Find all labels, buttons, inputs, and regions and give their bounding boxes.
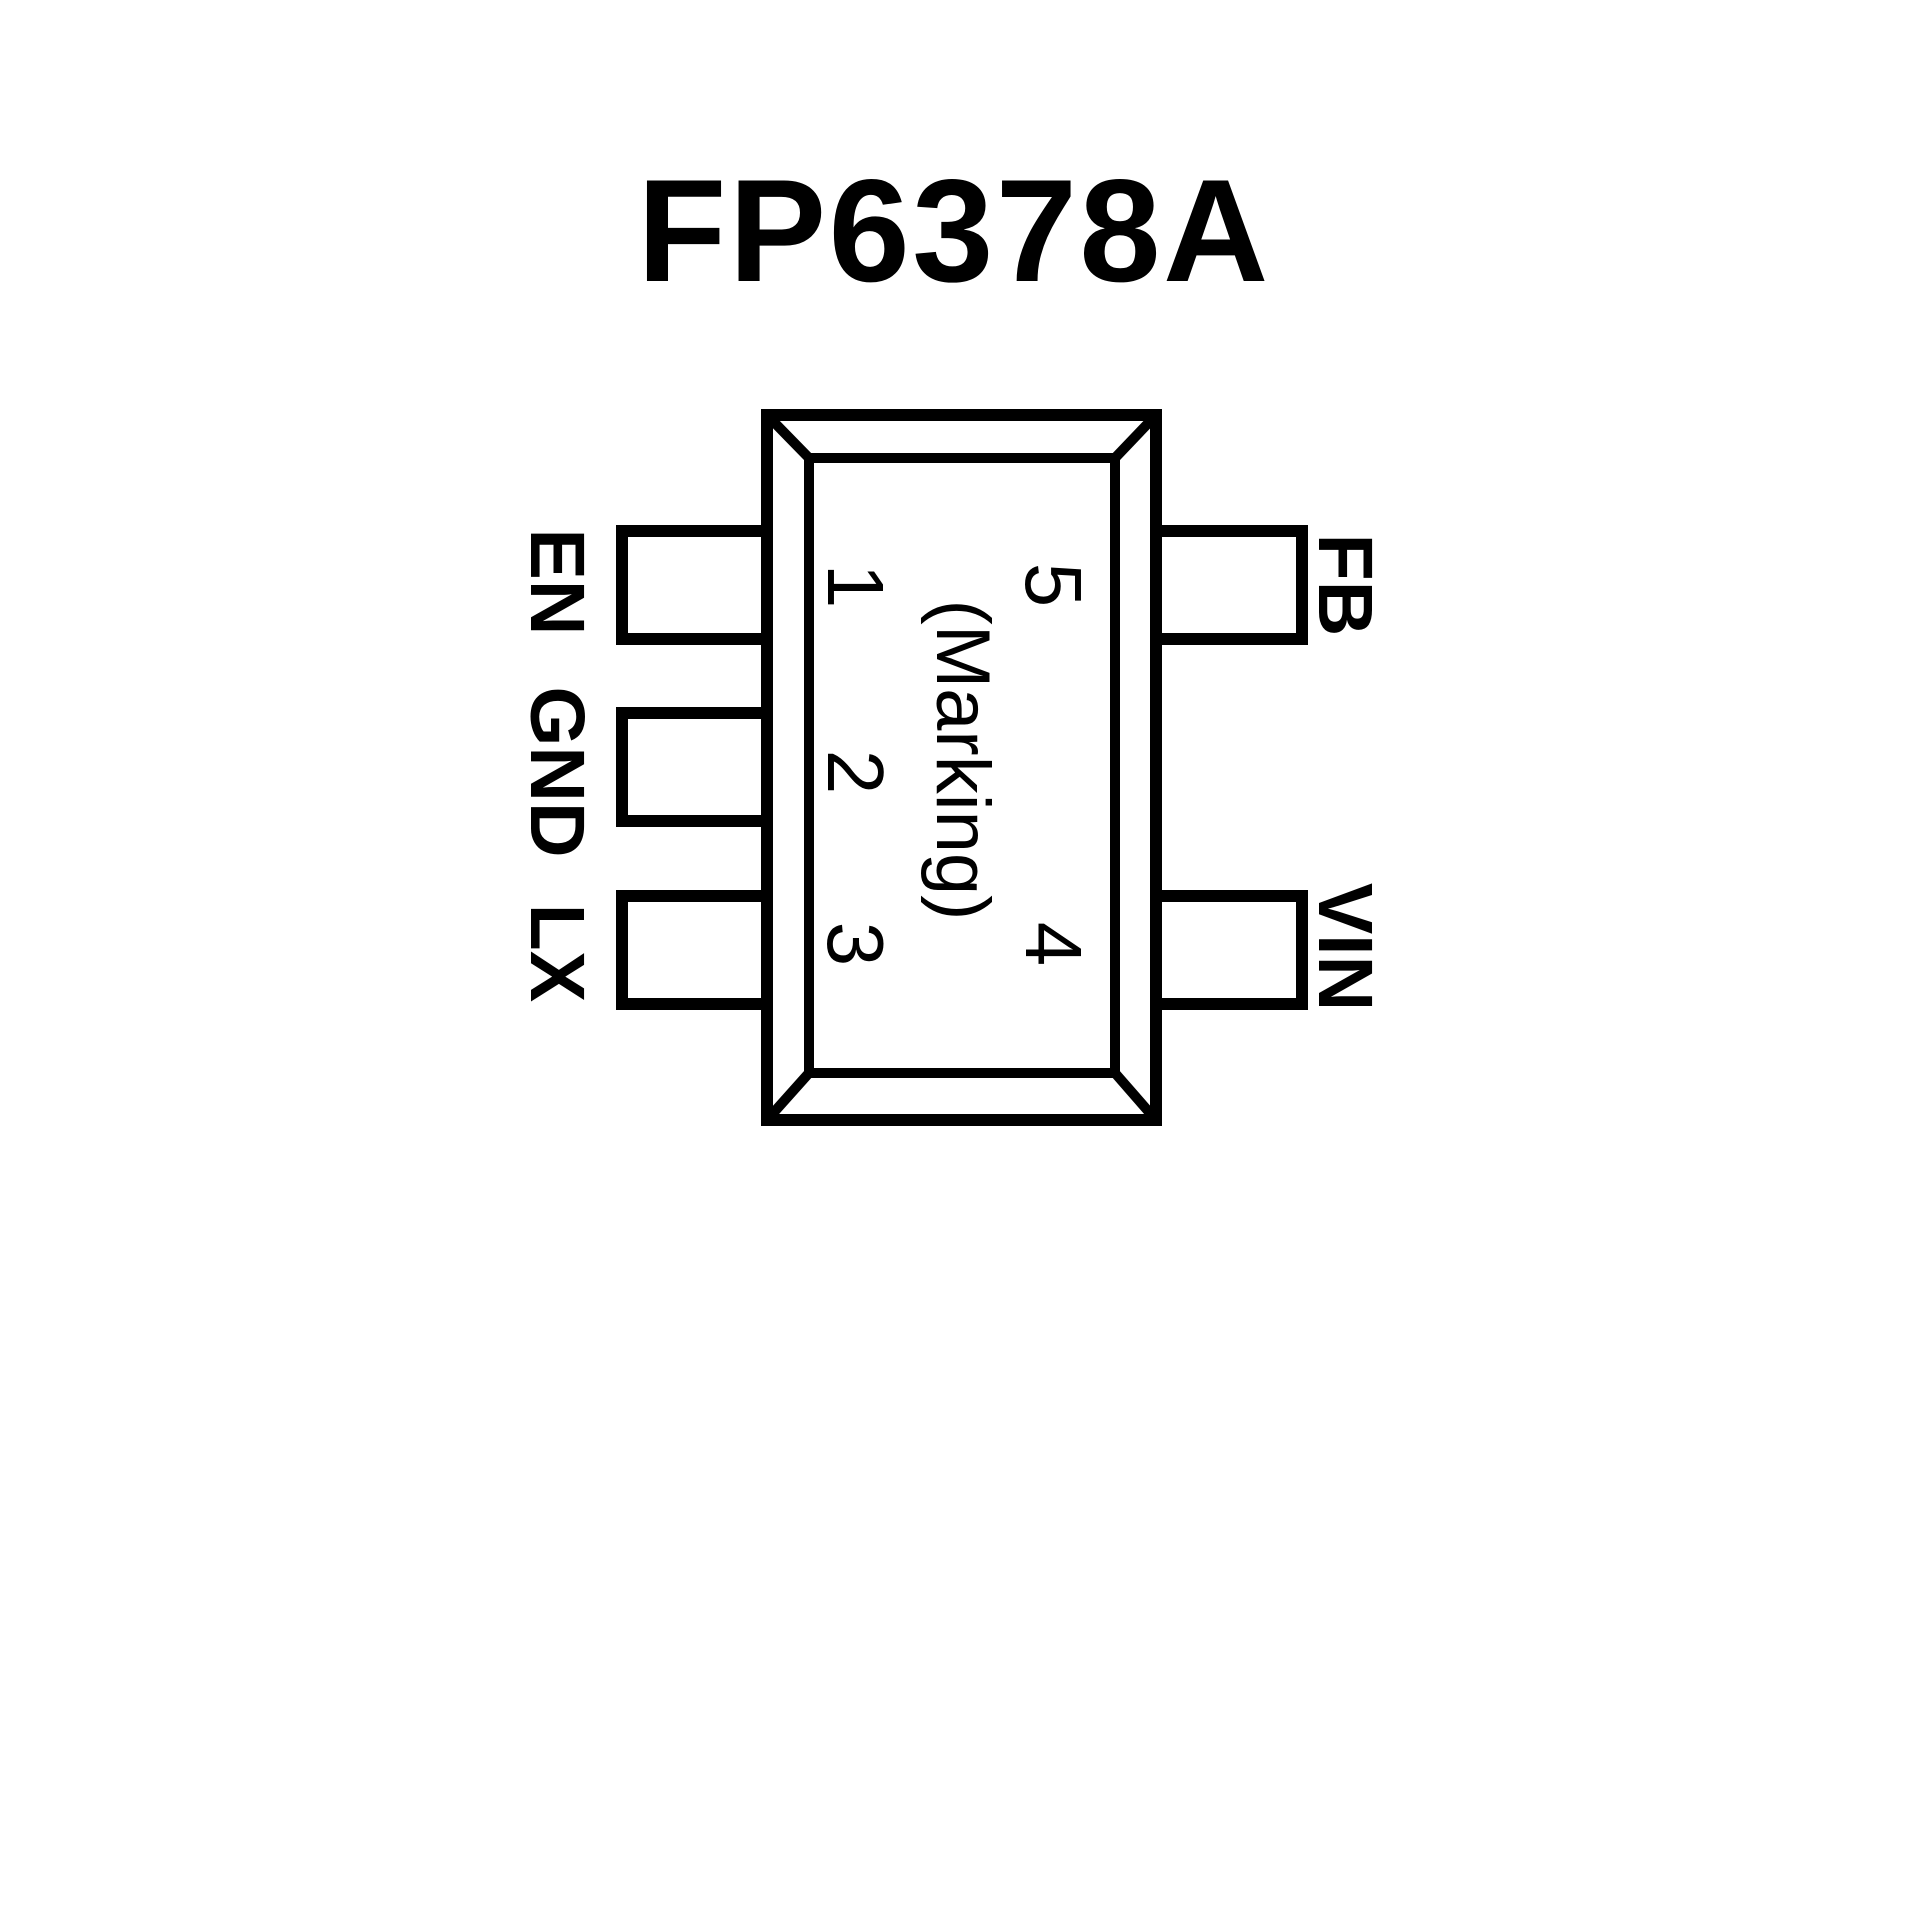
svg-text:4: 4	[1009, 922, 1098, 967]
svg-text:2: 2	[811, 750, 900, 795]
svg-text:FP6378A: FP6378A	[637, 149, 1271, 312]
svg-text:3: 3	[811, 922, 900, 967]
svg-text:5: 5	[1009, 563, 1098, 608]
svg-text:1: 1	[811, 564, 900, 609]
svg-text:EN: EN	[514, 529, 600, 636]
svg-text:GND: GND	[514, 686, 600, 857]
svg-text:LX: LX	[514, 904, 600, 1002]
svg-text:VIN: VIN	[1302, 883, 1388, 1011]
svg-text:FB: FB	[1302, 534, 1388, 637]
svg-text:(Marking): (Marking)	[920, 600, 1005, 921]
